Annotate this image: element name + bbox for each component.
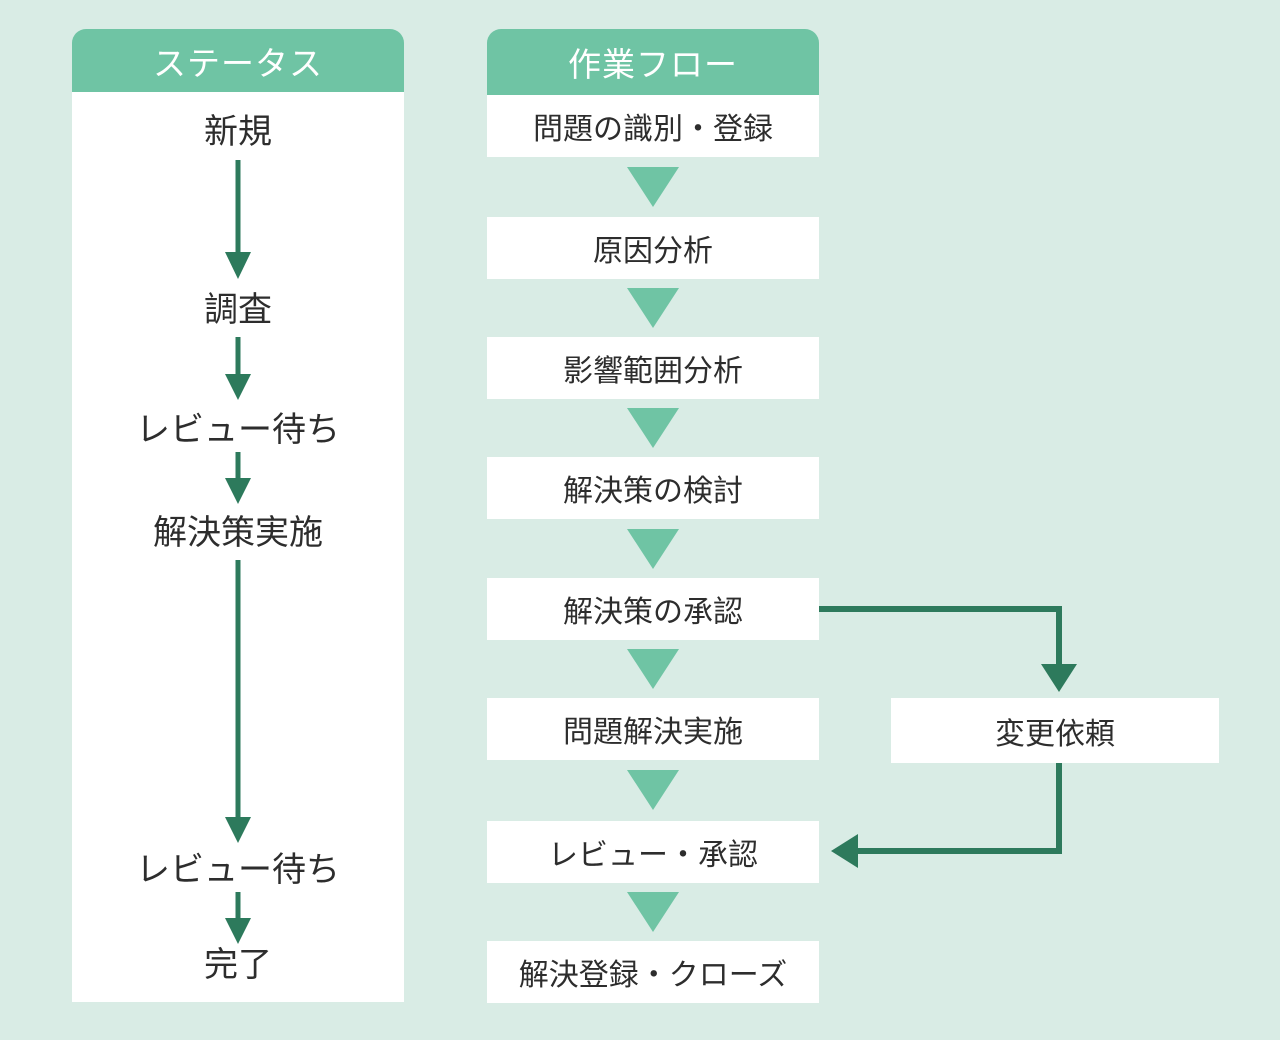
flow-connector-triangle-6 — [627, 770, 679, 810]
flow-step-impact-analysis: 影響範囲分析 — [487, 337, 819, 399]
status-item-waiting-review-1: レビュー待ち — [136, 411, 340, 449]
status-item-solution-implementation: 解決策実施 — [153, 514, 323, 552]
branch-arrowhead-left-icon — [831, 834, 858, 868]
status-item-investigation: 調査 — [204, 291, 272, 329]
change-request-box: 変更依頼 — [891, 698, 1219, 763]
flow-connector-triangle-1 — [627, 167, 679, 207]
flow-step-resolve-close: 解決登録・クローズ — [487, 941, 819, 1003]
status-column-header: ステータス — [72, 29, 404, 92]
flow-step-solution-study: 解決策の検討 — [487, 457, 819, 519]
flow-step-review-approval: レビュー・承認 — [487, 821, 819, 883]
flow-connector-triangle-4 — [627, 529, 679, 569]
status-item-waiting-review-2: レビュー待ち — [136, 851, 340, 889]
flow-step-solution-approval: 解決策の承認 — [487, 578, 819, 640]
status-item-complete: 完了 — [204, 946, 272, 984]
flow-step-problem-solving: 問題解決実施 — [487, 698, 819, 760]
flow-step-cause-analysis: 原因分析 — [487, 217, 819, 279]
flow-column-header: 作業フロー — [487, 29, 819, 95]
branch-arrowhead-down-icon — [1041, 664, 1077, 692]
branch-line-to-change-request — [819, 606, 1062, 666]
flow-connector-triangle-7 — [627, 892, 679, 932]
status-item-new: 新規 — [204, 113, 272, 151]
flow-connector-triangle-2 — [627, 288, 679, 328]
flow-connector-triangle-5 — [627, 649, 679, 689]
flow-step-identify-register: 問題の識別・登録 — [487, 95, 819, 157]
flow-connector-triangle-3 — [627, 408, 679, 448]
branch-line-to-review-approval — [858, 763, 1062, 854]
